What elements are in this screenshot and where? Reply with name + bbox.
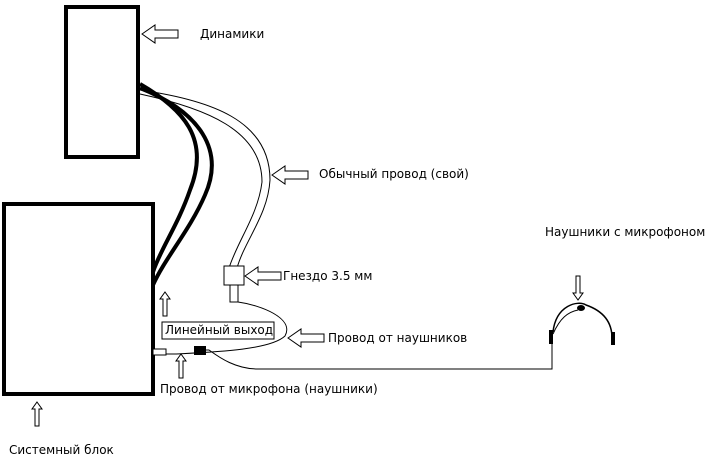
mic-connector <box>194 346 206 355</box>
mic-cable <box>206 342 553 370</box>
own-cable-line-1 <box>139 89 271 269</box>
label-own-cable: Обычный провод (свой) <box>319 167 469 181</box>
line-out-port <box>152 348 167 356</box>
label-mic-cable: Провод от микрофона (наушники) <box>160 382 378 396</box>
arrow-down-icon <box>572 275 584 301</box>
headset-band <box>552 302 613 339</box>
arrow-left-icon <box>141 24 179 44</box>
label-headset: Наушники с микрофоном <box>545 225 705 239</box>
arrow-left-icon <box>244 266 282 286</box>
speaker-cable-1 <box>138 82 199 273</box>
label-headphone-cable: Провод от наушников <box>328 331 467 345</box>
arrow-up-icon <box>31 401 43 427</box>
arrow-up-icon <box>175 353 187 379</box>
jack-3-5-body <box>223 265 245 286</box>
label-system-unit: Системный блок <box>9 443 114 457</box>
label-speakers: Динамики <box>200 27 264 41</box>
jack-3-5-pin <box>229 284 239 303</box>
label-line-out: Линейный выход <box>165 323 273 337</box>
arrow-left-icon <box>287 328 325 348</box>
headset-mic-boom <box>552 309 579 335</box>
headset-right-earcup <box>611 332 615 345</box>
headset-left-earcup <box>549 330 553 344</box>
arrow-up-icon <box>159 291 171 317</box>
speaker-cable-2 <box>139 86 214 286</box>
system-unit-box <box>2 202 155 396</box>
own-cable-line-2 <box>139 93 263 269</box>
headset-mic-icon <box>577 305 585 311</box>
speakers-box <box>64 5 140 159</box>
arrow-left-icon <box>271 165 309 185</box>
line-out-label-box <box>161 321 275 340</box>
label-jack: Гнездо 3.5 мм <box>283 269 372 283</box>
